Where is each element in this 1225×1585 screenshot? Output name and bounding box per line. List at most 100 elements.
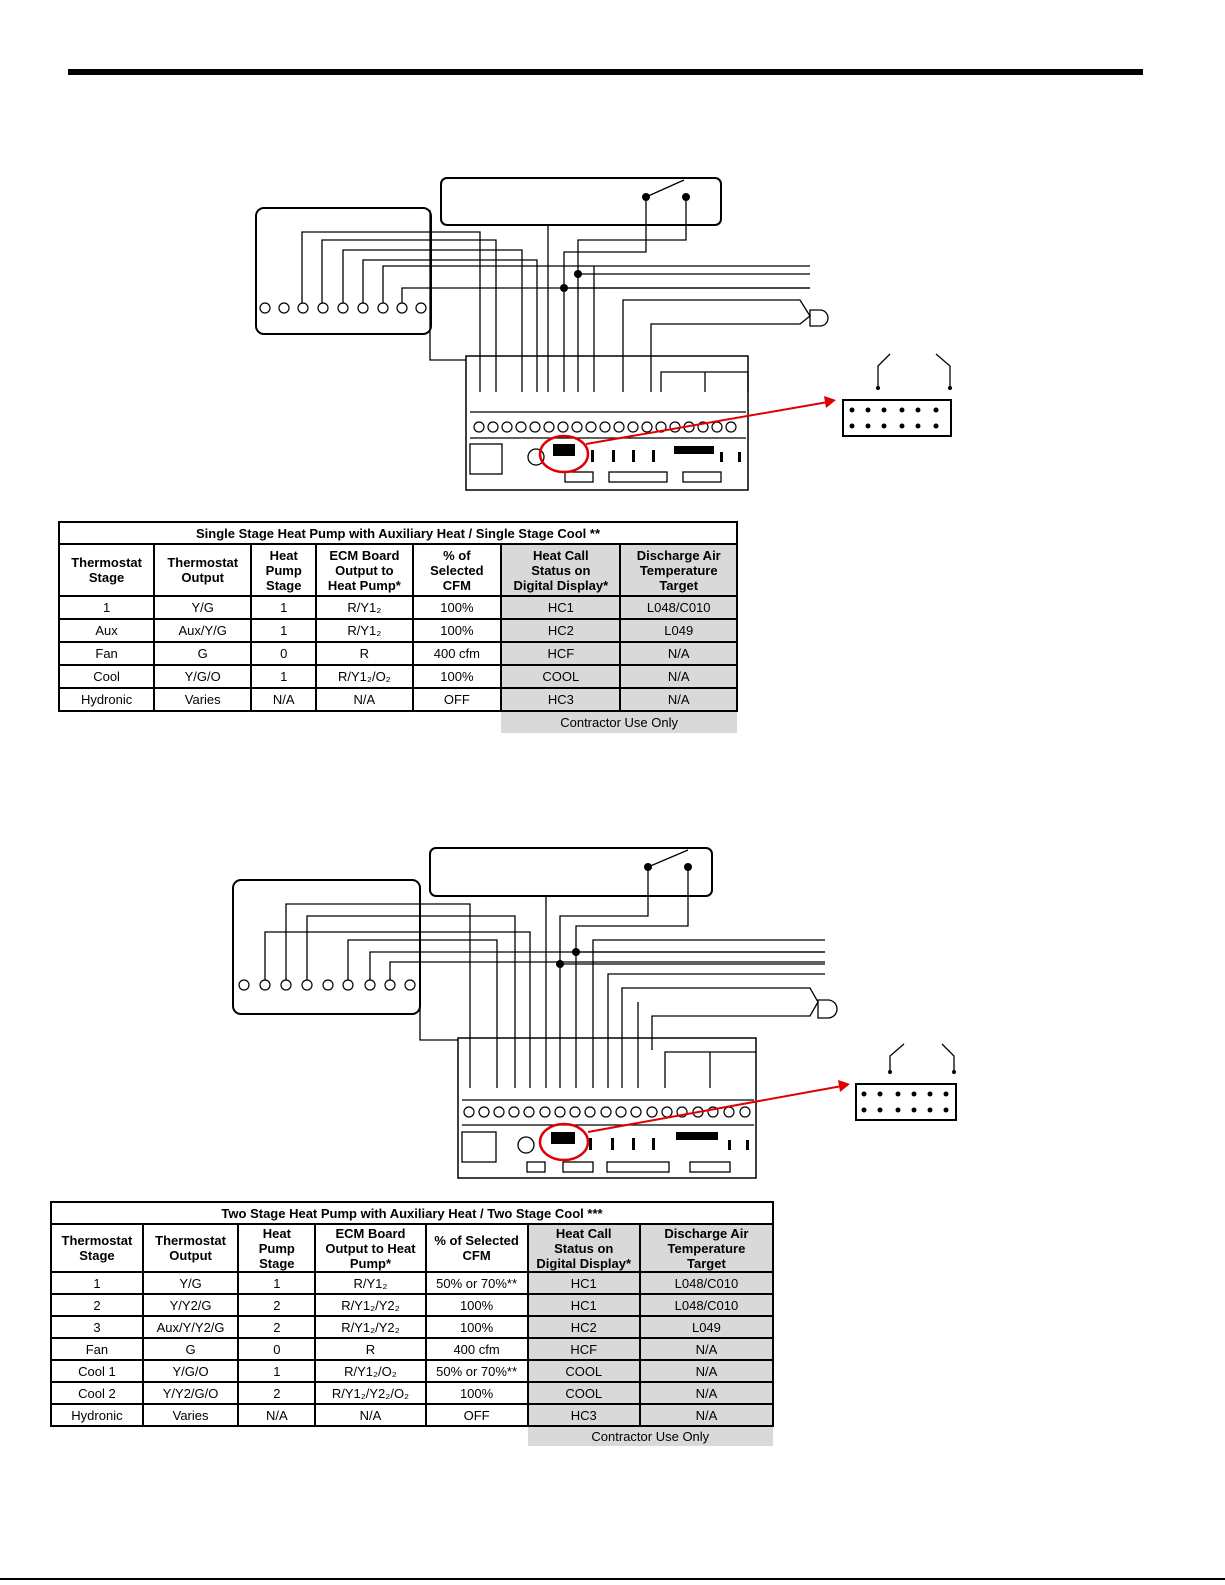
cell: 1 (250, 664, 318, 689)
cell: R/Y1₂/O₂ (315, 664, 414, 689)
cell: R/Y1₂ (315, 595, 414, 620)
cell: N/A (619, 641, 738, 666)
cell: 2 (237, 1381, 317, 1405)
cell: L048/C010 (619, 595, 738, 620)
cell: HC2 (526, 1315, 641, 1339)
cell: 100% (411, 595, 503, 620)
cell: R/Y1₂/Y2₂/O₂ (314, 1381, 427, 1405)
cell: 2 (237, 1315, 317, 1339)
cell: N/A (619, 687, 738, 712)
cell: COOL (526, 1381, 641, 1405)
table1-footer: Contractor Use Only (501, 711, 737, 733)
cell: 1 (57, 595, 156, 620)
cell: N/A (250, 687, 318, 712)
cell: HC3 (500, 687, 622, 712)
cell: 2 (237, 1293, 317, 1317)
cell: Cool 1 (50, 1359, 144, 1383)
table2-title: Two Stage Heat Pump with Auxiliary Heat … (50, 1201, 774, 1225)
table1-title: Single Stage Heat Pump with Auxiliary He… (58, 521, 738, 545)
cell: N/A (315, 687, 414, 712)
table2-footer: Contractor Use Only (527, 1426, 773, 1446)
cell: N/A (619, 664, 738, 689)
cell: OFF (411, 687, 503, 712)
cell: Cool (57, 664, 156, 689)
blank-cell (59, 711, 501, 733)
cell: Y/G/O (141, 1359, 240, 1383)
cell: COOL (526, 1359, 641, 1383)
cell: 1 (250, 595, 318, 620)
cell: Y/G (153, 595, 253, 620)
cell: 2 (50, 1293, 144, 1317)
cell: N/A (237, 1403, 317, 1427)
cell: R/Y1₂ (314, 1271, 427, 1295)
cell: R (314, 1337, 427, 1361)
cell: Aux/Y/Y2/G (141, 1315, 240, 1339)
table-single-stage: Single Stage Heat Pump with Auxiliary He… (57, 521, 738, 733)
cell: G (153, 641, 253, 666)
cell: R/Y1₂/Y2₂ (314, 1293, 427, 1317)
cell: N/A (638, 1359, 775, 1383)
cell: R/Y1₂/Y2₂ (314, 1315, 427, 1339)
cell: L049 (638, 1315, 775, 1339)
cell: HCF (500, 641, 622, 666)
blank-cell (51, 1426, 528, 1446)
cell: L048/C010 (638, 1293, 775, 1317)
cell: HC2 (500, 618, 622, 643)
cell: Y/G (141, 1271, 240, 1295)
cell: HC3 (526, 1403, 641, 1427)
cell: N/A (638, 1381, 775, 1405)
cell: L049 (619, 618, 738, 643)
bottom-rule (0, 1578, 1225, 1580)
cell: HC1 (526, 1271, 641, 1295)
cell: 400 cfm (424, 1337, 529, 1361)
cell: N/A (638, 1337, 775, 1361)
cell: Fan (57, 641, 156, 666)
cell: Aux/Y/G (153, 618, 253, 643)
cell: COOL (500, 664, 622, 689)
cell: OFF (424, 1403, 529, 1427)
cell: 100% (424, 1315, 529, 1339)
cell: Hydronic (50, 1403, 144, 1427)
cell: R/Y1₂ (315, 618, 414, 643)
cell: 1 (237, 1271, 317, 1295)
table-two-stage: Two Stage Heat Pump with Auxiliary Heat … (50, 1201, 775, 1446)
cell: Varies (153, 687, 253, 712)
cell: 1 (237, 1359, 317, 1383)
cell: 0 (237, 1337, 317, 1361)
cell: Hydronic (57, 687, 156, 712)
cell: 100% (424, 1381, 529, 1405)
wiring-diagram-1 (255, 177, 952, 491)
cell: 50% or 70%** (424, 1271, 529, 1295)
cell: 1 (250, 618, 318, 643)
cell: 0 (250, 641, 318, 666)
wiring-diagram-2 (232, 847, 957, 1179)
cell: HC1 (500, 595, 622, 620)
cell: N/A (314, 1403, 427, 1427)
cell: Y/Y2/G/O (141, 1381, 240, 1405)
cell: 400 cfm (411, 641, 503, 666)
cell: 50% or 70%** (424, 1359, 529, 1383)
cell: Fan (50, 1337, 144, 1361)
cell: R/Y1₂/O₂ (314, 1359, 427, 1383)
cell: HC1 (526, 1293, 641, 1317)
